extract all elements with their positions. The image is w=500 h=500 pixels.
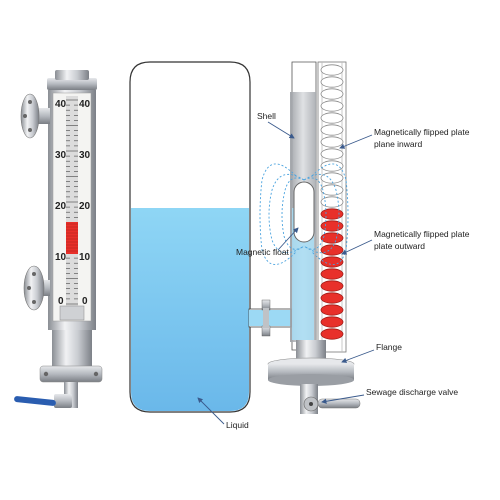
flip-plate-outward (320, 280, 344, 292)
gauge-valve-handle (14, 396, 56, 406)
flip-plate-inward (320, 148, 344, 160)
flip-plate-inward (320, 64, 344, 76)
gauge-scale-right-numbers: 40 30 20 10 0 (79, 99, 91, 307)
scale-right-0: 0 (82, 296, 88, 307)
flip-plate-inward (320, 196, 344, 208)
arrow-plate-inward (339, 134, 373, 149)
flip-plate-inward (320, 160, 344, 172)
flip-plate-inward (320, 124, 344, 136)
label-liquid: Liquid (226, 420, 249, 430)
flip-plate-outward (320, 208, 344, 220)
gauge-upper-flange (20, 93, 40, 139)
flip-plates (320, 64, 344, 340)
label-plate-inward: Magnetically flipped plate plane inward (374, 127, 472, 149)
cutaway-flange-bottom (268, 374, 354, 386)
magnetic-field-lines (259, 163, 349, 265)
gauge-top-knob (55, 70, 89, 80)
scale-right-40: 40 (79, 99, 91, 110)
field-line (259, 163, 297, 265)
flip-plate-outward (320, 328, 344, 340)
flip-plate-outward (320, 292, 344, 304)
label-plate-outward-line2: plate outward (374, 241, 425, 251)
flip-plate-outward (320, 268, 344, 280)
flip-plate-inward (320, 76, 344, 88)
gauge-valve-body (54, 394, 72, 408)
label-plate-outward-line1: Magnetically flipped plate (374, 229, 470, 239)
flip-plate-outward (320, 232, 344, 244)
flip-plate-inward (320, 88, 344, 100)
label-sewage-valve: Sewage discharge valve (366, 387, 458, 397)
flip-plate-outward (320, 304, 344, 316)
magnetic-float (293, 181, 315, 243)
flip-plate-outward (320, 256, 344, 268)
scale-left-40: 40 (55, 99, 67, 110)
gauge-bottom-flange (39, 365, 103, 383)
tank-liquid (131, 208, 249, 411)
gauge-lower-flange (23, 265, 45, 311)
arrow-liquid (197, 397, 225, 425)
label-plate-outward: Magnetically flipped plate plate outward (374, 229, 472, 251)
field-line (303, 177, 327, 250)
gauge-nameplate (59, 305, 85, 321)
flip-plate-inward (320, 100, 344, 112)
arrow-plate-outward (341, 239, 373, 255)
flip-plate-inward (320, 112, 344, 124)
tank (129, 61, 292, 413)
flip-plate-inward (320, 136, 344, 148)
gauge-red-indicator-lines (66, 223, 78, 252)
scale-left-10: 10 (55, 252, 67, 263)
connecting-pipe-liquid (249, 310, 291, 326)
field-line (268, 173, 305, 254)
gauge-top-cap (47, 78, 97, 90)
flip-plate-inward (320, 172, 344, 184)
flip-plate-outward (320, 244, 344, 256)
scale-left-30: 30 (55, 150, 67, 161)
callouts: Shell Magnetically flipped plate plane i… (197, 111, 472, 430)
label-shell: Shell (257, 111, 276, 121)
arrow-shell (267, 121, 295, 139)
gauge-photo: 40 30 20 10 0 40 30 20 10 0 (14, 70, 103, 408)
arrow-flange (341, 349, 375, 363)
scale-right-30: 30 (79, 150, 91, 161)
flip-plate-inward (320, 184, 344, 196)
field-line (311, 163, 349, 265)
scale-left-20: 20 (55, 201, 67, 212)
label-plate-inward-line2: plane inward (374, 139, 422, 149)
gauge-indicator-column (66, 96, 78, 318)
scale-right-10: 10 (79, 252, 91, 263)
cutaway-neck (296, 340, 326, 362)
flip-plate-outward (320, 220, 344, 232)
gauge-scale-left-numbers: 40 30 20 10 0 (55, 99, 67, 307)
gauge-cutaway (259, 61, 361, 414)
label-plate-inward-line1: Magnetically flipped plate (374, 127, 470, 137)
label-magnetic-float: Magnetic float (236, 247, 290, 257)
field-line (303, 173, 340, 254)
gauge-lower-chamber (52, 330, 92, 368)
label-flange: Flange (376, 342, 402, 352)
flip-plate-outward (320, 316, 344, 328)
scale-left-0: 0 (58, 296, 64, 307)
arrow-sewage-valve (321, 394, 365, 404)
arrow-magnetic-float (277, 227, 299, 251)
scale-right-20: 20 (79, 201, 91, 212)
valve-handle (317, 398, 361, 409)
field-line (281, 177, 305, 250)
